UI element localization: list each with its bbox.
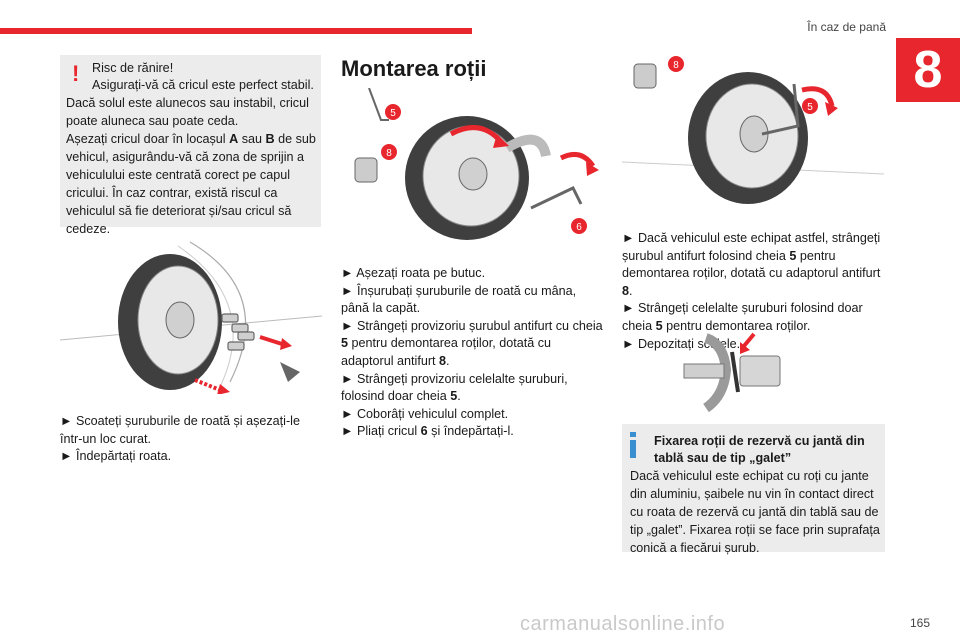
callout-8 xyxy=(381,144,397,160)
warning-heading: Risc de rănire! Asigurați-vă că cricul e… xyxy=(92,61,314,92)
step-text: ► Îndepărtați roata. xyxy=(60,449,172,464)
step-text: ► Coborâți vehiculul complet. xyxy=(341,406,509,421)
step-text: ► Scoateți șuruburile de roată și așezaț… xyxy=(60,414,300,446)
wheel-bolt-illustration xyxy=(683,332,781,413)
callout-5 xyxy=(802,98,818,114)
step-text: ► Dacă vehiculul este echipat astfel, st… xyxy=(622,231,881,298)
callout-5 xyxy=(385,104,401,120)
info-icon xyxy=(630,432,636,458)
callout-label: 5 xyxy=(390,108,396,119)
step-text: ► Strângeți celelalte șuruburi folosind … xyxy=(622,301,863,333)
step-text: ► Așezați roata pe butuc. xyxy=(341,266,486,280)
chapter-number: 8 xyxy=(896,38,960,102)
step-text: ► Pliați cricul 6 și îndepărtați-l. xyxy=(341,424,514,439)
callout-6 xyxy=(571,218,587,234)
warning-body: Dacă solul este alunecos sau instabil, c… xyxy=(66,96,316,236)
page-number: 165 xyxy=(909,616,930,630)
step-text: ► Înșurubați șuruburile de roată cu mâna… xyxy=(341,283,577,316)
right-steps: ► Dacă vehiculul este echipat astfel, st… xyxy=(622,230,885,353)
info-box: Fixarea roții de rezervă cu jantă din ta… xyxy=(622,424,885,555)
wheel-tightening-illustration: 8 5 xyxy=(622,56,884,204)
callout-label: 5 xyxy=(807,102,813,113)
callout-label: 8 xyxy=(673,60,679,71)
warning-icon: ! xyxy=(72,61,80,86)
info-heading: Fixarea roții de rezervă cu jantă din ta… xyxy=(654,434,865,465)
step-text: ► Strângeți provizoriu șurubul antifurt … xyxy=(341,318,603,368)
callout-label: 6 xyxy=(576,222,582,233)
wheel-mounting-illustration: 5 8 6 xyxy=(354,88,599,240)
warning-box: ! Risc de rănire! Asigurați-vă că cricul… xyxy=(60,55,321,236)
wheel-removal-illustration xyxy=(60,241,322,394)
step-text: ► Strângeți provizoriu celelalte șurubur… xyxy=(341,371,568,404)
section-title: În caz de pană xyxy=(807,20,886,34)
info-body: Dacă vehiculul este echipat cu roți cu j… xyxy=(630,469,880,555)
header-accent-bar xyxy=(0,28,472,34)
left-steps: ► Scoateți șuruburile de roată și așezaț… xyxy=(60,413,322,466)
callout-label: 8 xyxy=(386,148,392,159)
watermark: carmanualsonline.info xyxy=(520,613,726,635)
middle-steps: ► Așezați roata pe butuc. ► Înșurubați ș… xyxy=(341,265,603,441)
section-heading: Montarea roții xyxy=(341,56,487,81)
callout-8 xyxy=(668,56,684,72)
